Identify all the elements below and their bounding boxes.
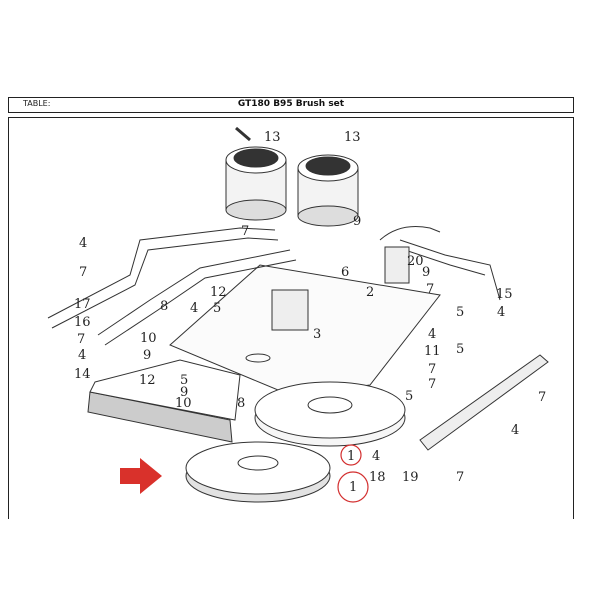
callout: 9 <box>180 385 188 400</box>
callout: 12 <box>210 285 227 300</box>
callout: 10 <box>175 396 192 411</box>
callout: 15 <box>496 287 513 302</box>
bracket-left <box>47 227 276 319</box>
callout-highlighted-upper: 1 <box>347 449 355 464</box>
highlight-circle-upper <box>340 444 362 466</box>
callout: 7 <box>428 377 436 392</box>
front-blade <box>87 391 233 443</box>
motor-right <box>297 154 359 227</box>
callout: 7 <box>241 224 249 239</box>
callout: 4 <box>428 327 436 342</box>
callout: 12 <box>139 373 156 388</box>
callout: 6 <box>341 265 349 280</box>
support-bracket <box>271 289 309 331</box>
callout: 5 <box>213 301 221 316</box>
callout: 4 <box>190 301 198 316</box>
title-bar: TABLE: GT180 B95 Brush set <box>8 97 574 113</box>
callout-highlighted-lower: 1 <box>349 480 357 495</box>
actuator <box>384 246 410 284</box>
callout: 4 <box>372 449 380 464</box>
table-label: TABLE: <box>23 99 51 108</box>
callout: 11 <box>424 344 441 359</box>
brush-disc-upper <box>254 381 406 447</box>
callout: 4 <box>79 236 87 251</box>
highlight-circle-lower <box>337 471 369 503</box>
callout: 4 <box>78 348 86 363</box>
diagram-title: GT180 B95 Brush set <box>237 99 345 109</box>
callout: 2 <box>366 285 374 300</box>
callout: 10 <box>140 331 157 346</box>
callout: 8 <box>160 299 168 314</box>
callout: 7 <box>77 332 85 347</box>
callout: 5 <box>405 389 413 404</box>
callout: 4 <box>511 423 519 438</box>
callout: 7 <box>426 282 434 297</box>
brush-disc-lower <box>185 441 331 503</box>
callout: 20 <box>407 254 424 269</box>
callout: 17 <box>74 297 91 312</box>
motor-left <box>225 126 287 221</box>
diagram-frame <box>8 117 574 519</box>
callout: 13 <box>344 130 361 145</box>
callout: 9 <box>143 348 151 363</box>
callout: 5 <box>456 305 464 320</box>
callout: 5 <box>456 342 464 357</box>
callout: 5 <box>180 373 188 388</box>
rail-lower-right <box>419 354 549 451</box>
callout: 7 <box>428 362 436 377</box>
callout: 7 <box>79 265 87 280</box>
pointer-arrow <box>120 458 162 494</box>
rail-upper-right <box>399 239 501 301</box>
callout: 14 <box>74 367 91 382</box>
callout-numbers: 13 13 9 7 4 7 20 9 6 2 7 17 12 15 16 8 4… <box>74 130 546 495</box>
callout: 19 <box>402 470 419 485</box>
callout: 8 <box>237 396 245 411</box>
callout: 7 <box>538 390 546 405</box>
callout: 16 <box>74 315 91 330</box>
callout: 9 <box>422 265 430 280</box>
callout: 18 <box>369 470 386 485</box>
callout: 4 <box>497 305 505 320</box>
callout: 7 <box>456 470 464 485</box>
callout: 3 <box>313 327 321 342</box>
callout: 13 <box>264 130 281 145</box>
callout: 9 <box>353 214 361 229</box>
